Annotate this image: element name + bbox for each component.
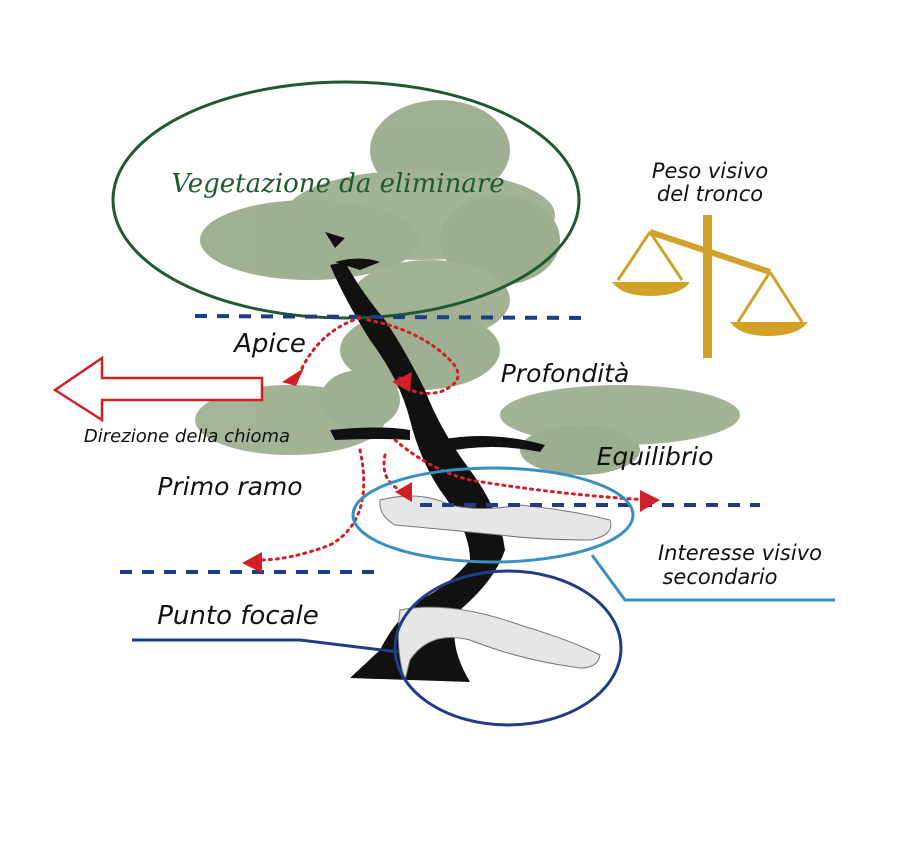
red-arrowheads: [242, 368, 660, 573]
equilibrio-label: Equilibrio: [597, 442, 714, 471]
apice-label: Apice: [232, 329, 306, 359]
punto-focale-label: Punto focale: [157, 601, 319, 631]
left-arrow-icon: [52, 355, 264, 423]
secondary-interest-ellipse: [351, 466, 635, 564]
foliage: [195, 100, 740, 475]
peso-label-line2: del tronco: [657, 182, 763, 206]
deadwood: [379, 495, 612, 682]
red-dotted-arrows: [258, 316, 652, 562]
interesse-label-line1: Interesse visivo: [658, 541, 822, 565]
balance-scale-icon: [612, 215, 808, 358]
primo-ramo-label: Primo ramo: [157, 472, 302, 501]
focal-point-ellipse: [393, 569, 623, 727]
focal-point-leader: [132, 638, 399, 654]
profondita-label: Profondità: [501, 359, 630, 388]
interesse-label-line2: secondario: [662, 565, 777, 589]
vegetation-label: Vegetazione da eliminare: [171, 169, 504, 199]
vegetation-ellipse: [111, 80, 581, 320]
peso-label-line1: Peso visivo: [652, 159, 768, 183]
direzione-label: Direzione della chioma: [84, 426, 290, 447]
secondary-interest-leader: [590, 554, 835, 602]
